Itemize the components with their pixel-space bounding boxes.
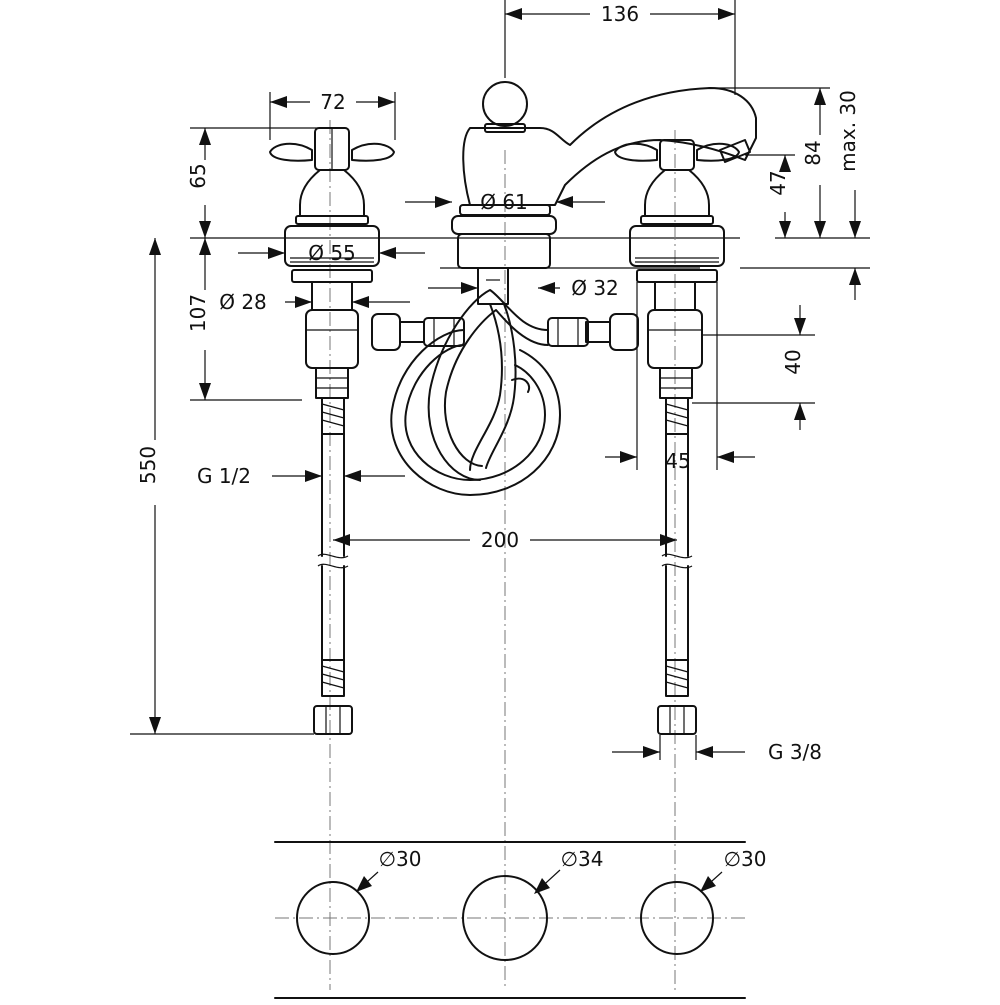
dimension-lines [130,0,870,760]
left-supply-hose [313,397,353,735]
dim-spout-reach: 136 [601,2,639,26]
dim-deck-thickness: max. 30 [836,90,860,172]
dim-handle-base-dia: Ø 55 [308,241,356,265]
dim-spread: 200 [481,528,519,552]
cutout-label-center: ∅34 [561,847,604,871]
dim-shank-length: 107 [186,294,210,332]
dim-center-shank-dia: Ø 32 [571,276,619,300]
right-handle-valve [614,139,740,399]
dim-outlet-thread: G 3/8 [768,740,822,764]
dim-valve-width: 45 [665,449,690,473]
cutout-hole-left [296,881,370,955]
deck-lines [190,237,870,269]
deck-cutout-template: ∅30 ∅34 ∅30 [274,841,767,999]
dim-spout-base-dia: Ø 61 [480,190,528,214]
dimension-labels: 136 72 65 Ø 55 Ø 61 Ø 28 Ø 32 107 550 G … [136,2,860,764]
cutout-label-left: ∅30 [379,847,422,871]
dim-handle-cap-height: 47 [766,170,790,195]
connector-hoses [371,289,639,496]
cutout-hole-right [640,881,714,955]
dim-inlet-thread-left: G 1/2 [197,464,251,488]
left-handle-valve [269,127,395,399]
dim-total-length: 550 [136,446,160,484]
cutout-hole-center [462,875,548,961]
dim-handle-width: 72 [320,90,345,114]
dim-spout-height: 84 [801,140,825,165]
right-supply-hose [657,397,697,735]
dim-handle-height: 65 [186,163,210,188]
dim-valve-height: 40 [781,349,805,374]
dim-shank-dia: Ø 28 [219,290,267,314]
cutout-label-right: ∅30 [724,847,767,871]
